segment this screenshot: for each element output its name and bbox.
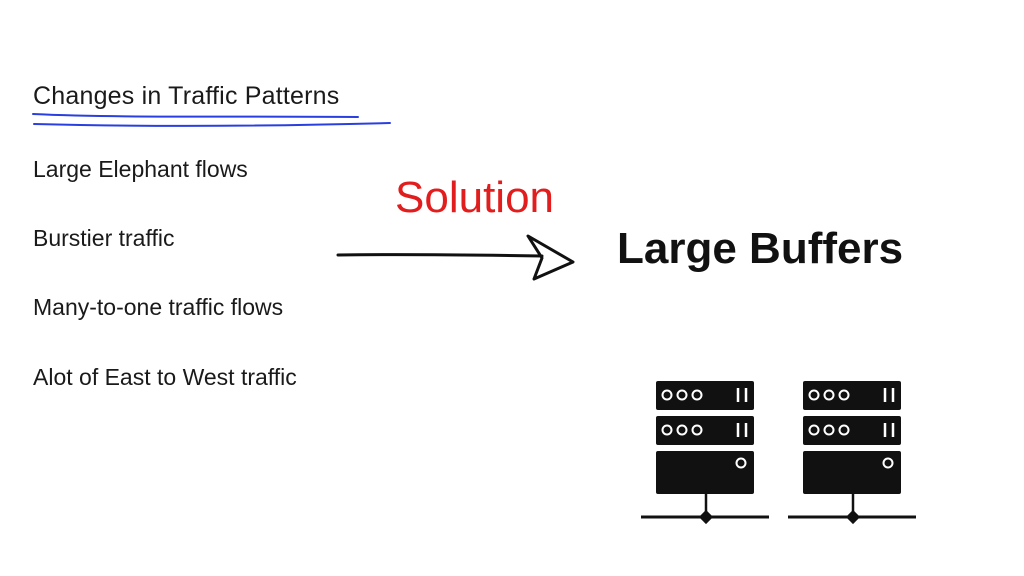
list-item: Large Elephant flows xyxy=(33,156,248,182)
list-item: Many-to-one traffic flows xyxy=(33,294,284,320)
servers-illustration xyxy=(641,381,916,525)
list-item: Burstier traffic xyxy=(33,225,175,251)
list-item: Alot of East to West traffic xyxy=(33,364,297,390)
slide-heading: Changes in Traffic Patterns xyxy=(33,82,340,110)
server-rack-icon xyxy=(641,381,769,525)
heading-underline xyxy=(32,113,391,127)
result-label: Large Buffers xyxy=(617,224,904,273)
server-rack-icon xyxy=(788,381,916,525)
solution-label: Solution xyxy=(395,173,555,222)
arrow-icon xyxy=(336,234,575,281)
